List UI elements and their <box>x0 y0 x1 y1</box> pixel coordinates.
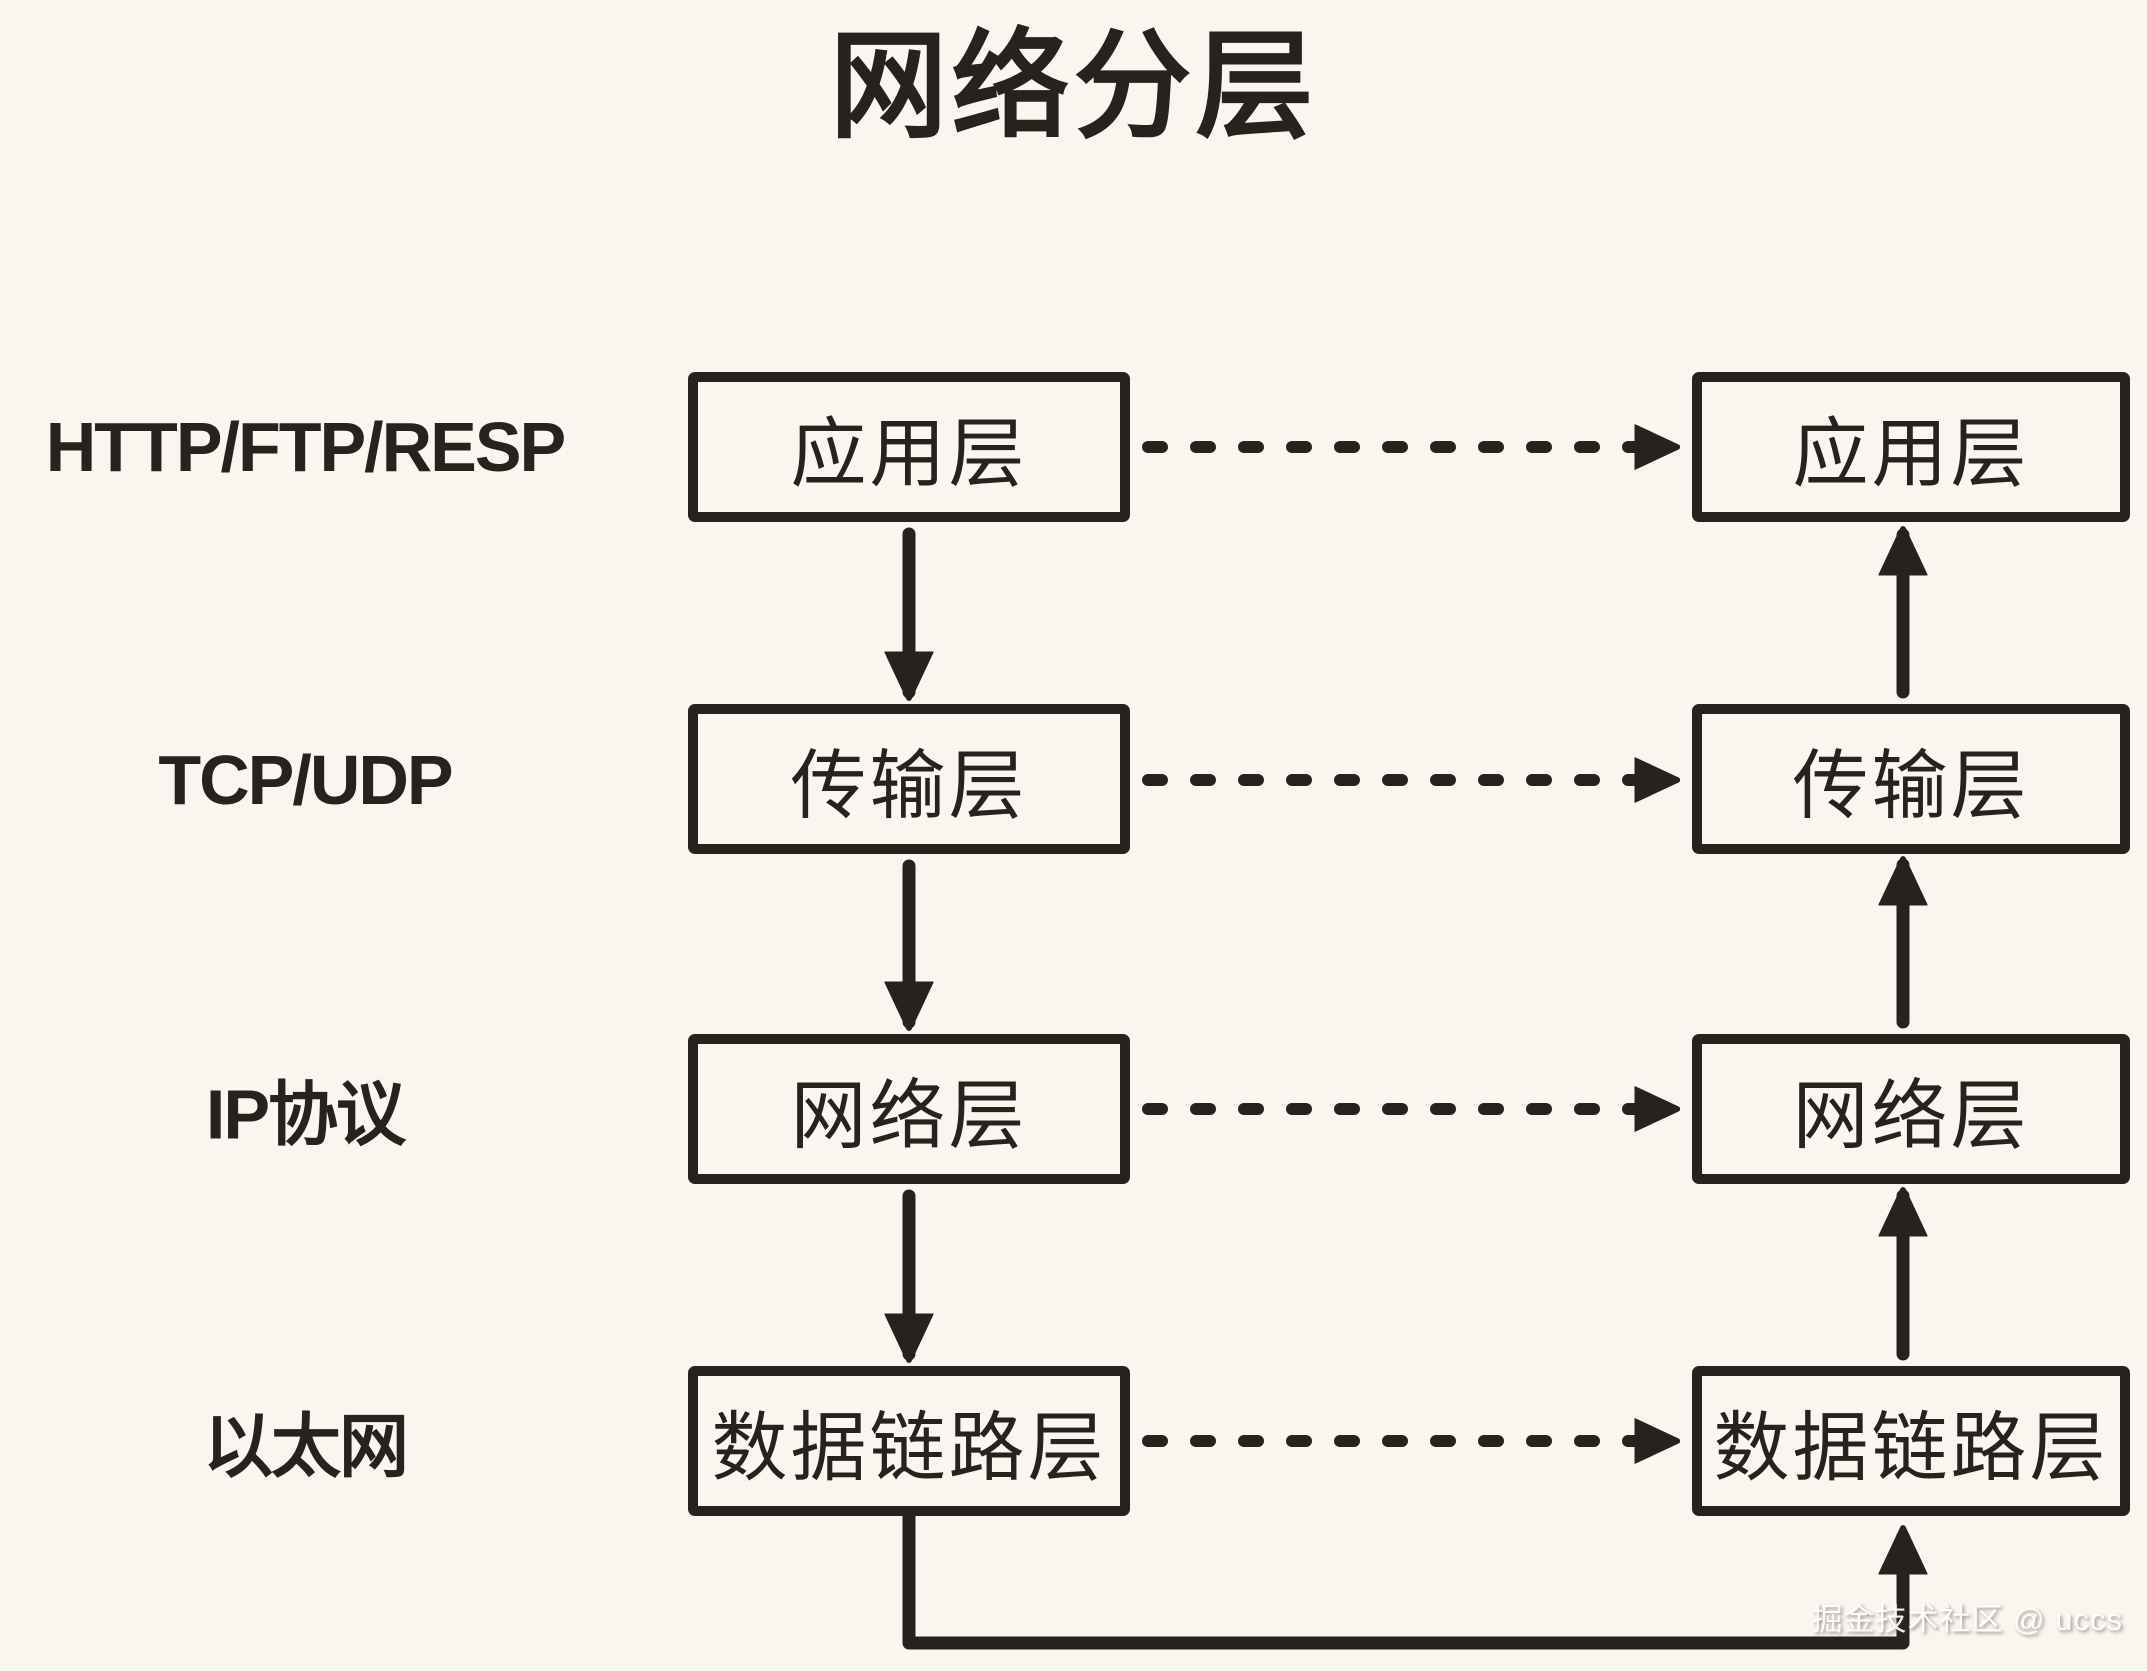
protocol-label-tcp-udp: TCP/UDP <box>158 741 453 819</box>
page-title: 网络分层 <box>829 21 1318 153</box>
protocol-label-http-ftp-resp: HTTP/FTP/RESP <box>45 408 566 486</box>
layer-box-label: 传输层 <box>1792 744 2030 829</box>
layer-box-label: 数据链路层 <box>711 1406 1107 1491</box>
layer-box-right-network: 网络层 <box>1692 1034 2130 1184</box>
layer-box-label: 数据链路层 <box>1713 1406 2109 1491</box>
layer-box-right-transport: 传输层 <box>1692 704 2130 854</box>
layer-box-left-application: 应用层 <box>688 372 1130 522</box>
bottom-connector <box>902 1516 1903 1650</box>
layer-box-right-datalink: 数据链路层 <box>1692 1366 2130 1516</box>
layer-box-right-application: 应用层 <box>1692 372 2130 522</box>
layer-box-label: 应用层 <box>1792 412 2030 497</box>
layer-box-label: 传输层 <box>790 744 1028 829</box>
layer-box-label: 应用层 <box>790 412 1028 497</box>
layer-box-label: 网络层 <box>790 1074 1028 1159</box>
protocol-label-ethernet: 以太网 <box>203 1407 409 1486</box>
layer-box-label: 网络层 <box>1792 1074 2030 1159</box>
layer-box-left-network: 网络层 <box>688 1034 1130 1184</box>
layer-box-left-datalink: 数据链路层 <box>688 1366 1130 1516</box>
watermark: 掘金技术社区 @ uccs <box>1811 1602 2123 1637</box>
layer-box-left-transport: 传输层 <box>688 704 1130 854</box>
protocol-label-ip: IP协议 <box>205 1075 406 1154</box>
